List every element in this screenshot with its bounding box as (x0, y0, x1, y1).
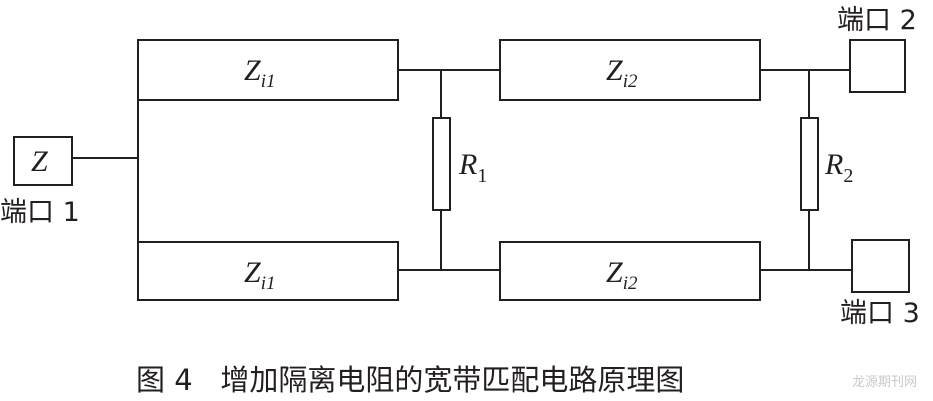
watermark: 龙源期刊网 (852, 375, 917, 390)
line-lower-left-label: Zi1 (244, 256, 275, 294)
line-lower-left-box (137, 241, 399, 301)
port2-label: 端口 2 (837, 5, 917, 36)
port1-impedance-label: Z (31, 145, 48, 178)
figure-caption: 图 4 增加隔离电阻的宽带匹配电路原理图 (136, 363, 684, 397)
port3-box (851, 239, 910, 293)
resistor-r1-body (432, 117, 451, 211)
resistor-r2-label: R2 (824, 148, 853, 187)
line-lower-right-box (499, 241, 761, 301)
port1-label: 端口 1 (0, 197, 80, 228)
resistor-r2-body (800, 117, 819, 211)
resistor-r1-label: R1 (458, 148, 487, 187)
port2-box (849, 39, 906, 93)
line-upper-right-box (499, 39, 761, 101)
port1-box (13, 136, 73, 186)
port3-label: 端口 3 (840, 298, 920, 329)
line-upper-left-box (137, 39, 399, 101)
line-upper-left-label: Zi1 (244, 54, 275, 92)
line-upper-right-label: Zi2 (606, 54, 638, 92)
line-lower-right-label: Zi2 (606, 256, 638, 294)
